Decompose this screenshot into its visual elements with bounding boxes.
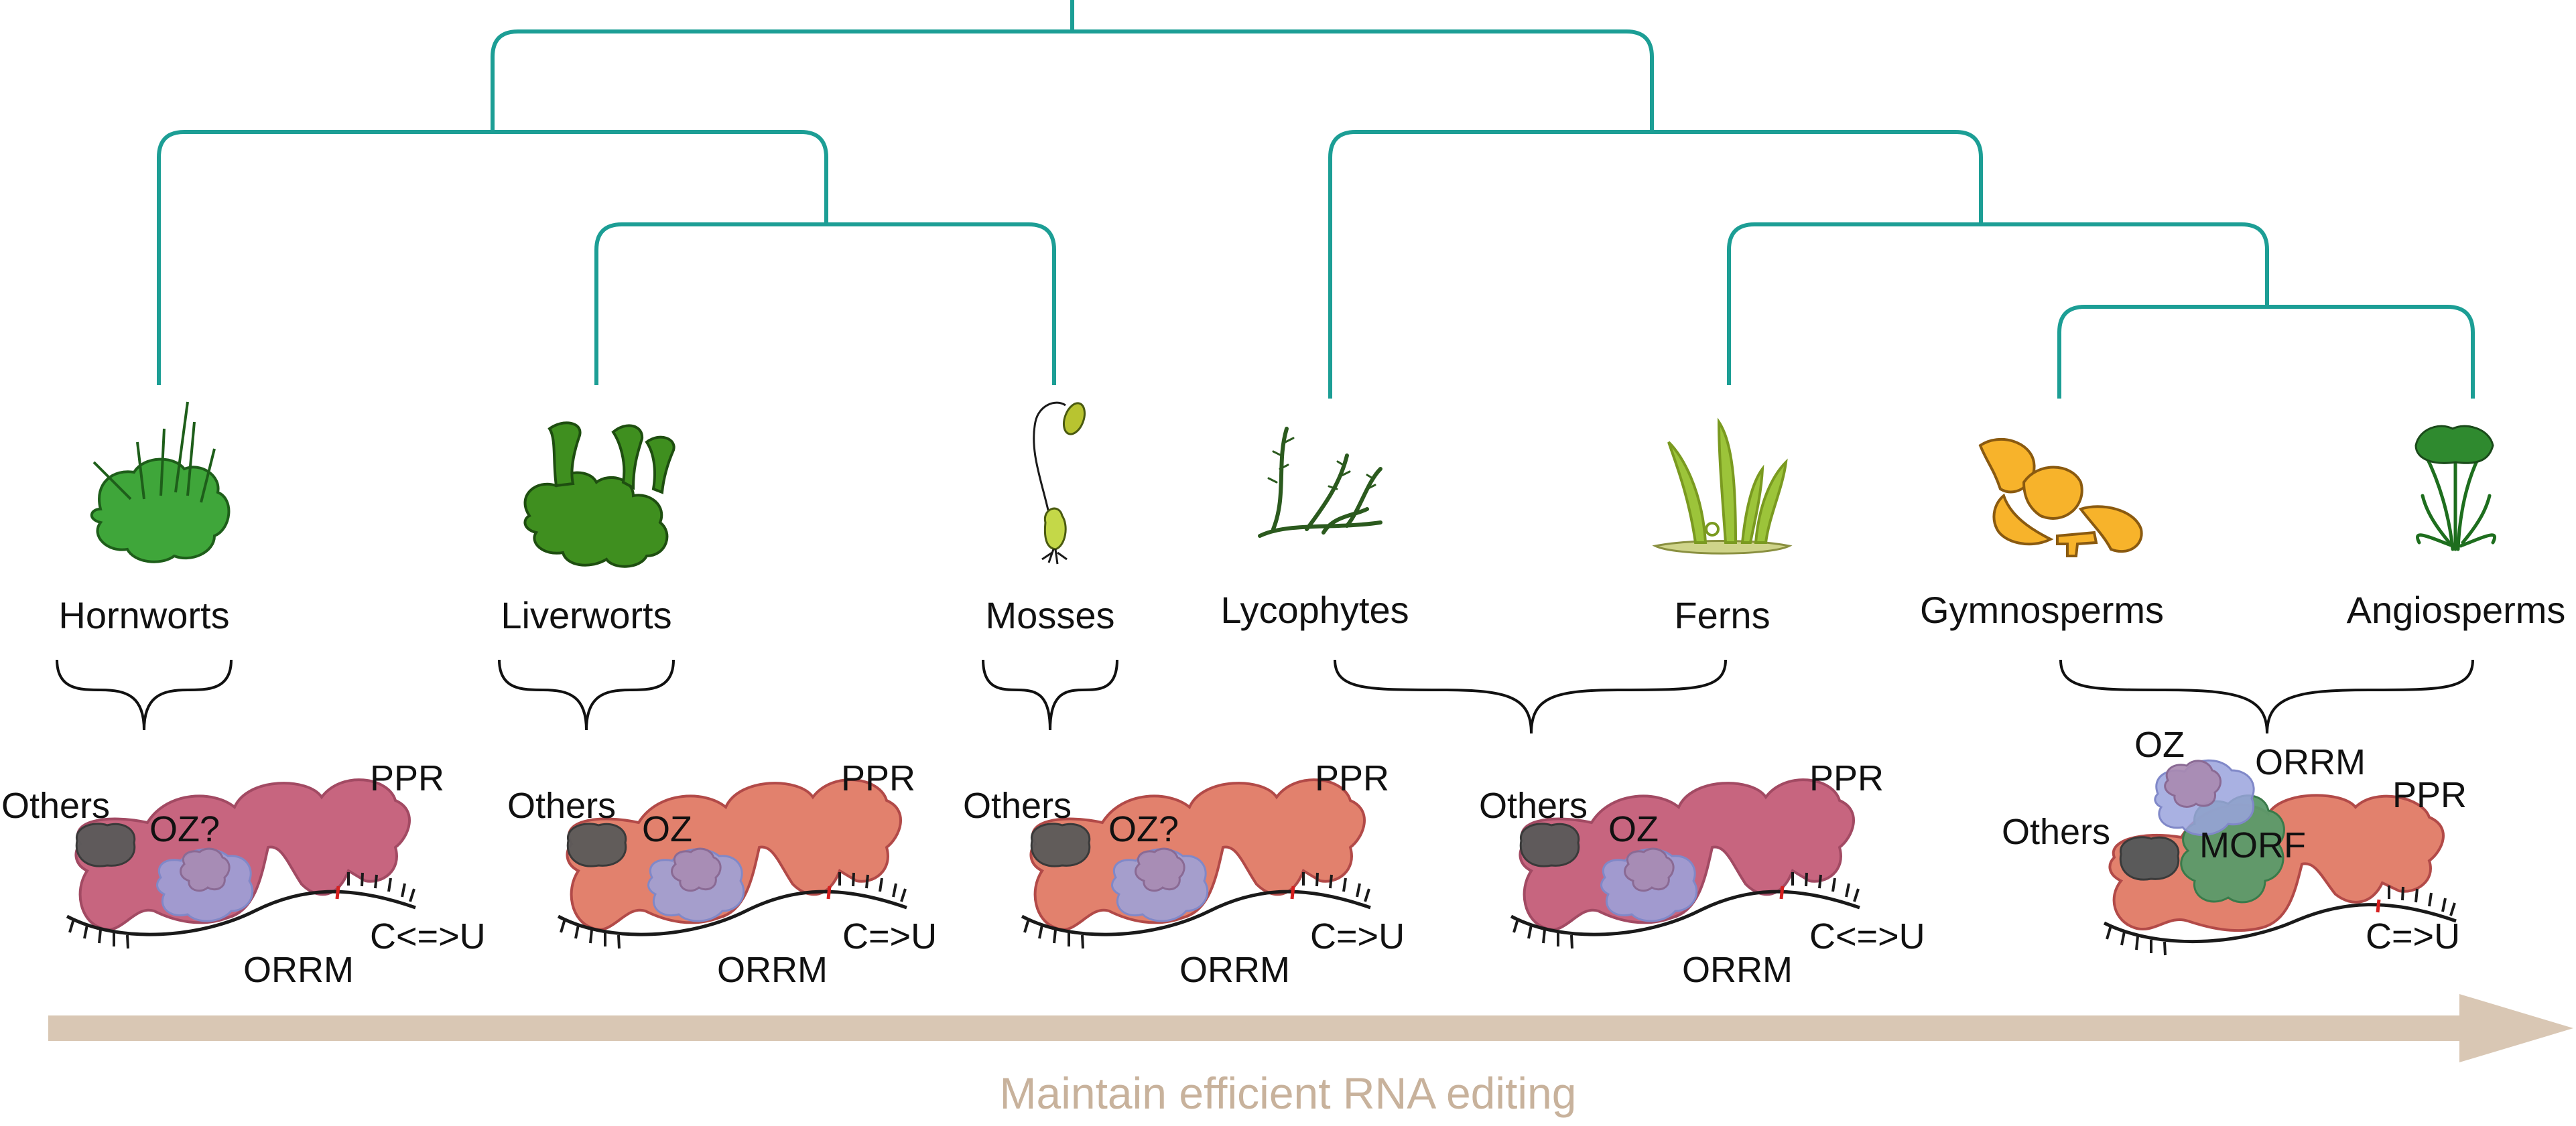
others-label: Others (507, 786, 616, 826)
taxon-label-lycophytes: Lycophytes (1220, 589, 1409, 631)
taxon-label-liverworts: Liverworts (501, 594, 671, 636)
editing-label: C=>U (2366, 916, 2460, 957)
oz-label: OZ (642, 809, 692, 849)
others-label: Others (1479, 786, 1588, 826)
ppr-label: PPR (370, 758, 444, 798)
ppr-label: PPR (2392, 775, 2467, 815)
brace-seed-plants (2059, 659, 2474, 734)
orrm-label: ORRM (1682, 950, 1793, 990)
editing-label: C<=>U (370, 916, 486, 957)
moss-icon (1033, 401, 1086, 565)
taxon-label-ferns: Ferns (1674, 594, 1770, 636)
fern-icon (1652, 417, 1793, 555)
editing-label: C=>U (842, 916, 937, 957)
tree-node-seed-plants (2057, 305, 2475, 399)
tree-node-top (491, 29, 1654, 131)
liverwort-icon (523, 421, 675, 568)
tree-node-setaphyta (594, 222, 1056, 385)
editing-label: C=>U (1310, 916, 1405, 957)
taxon-label-hornworts: Hornworts (58, 594, 229, 636)
taxon-label-gymnosperms: Gymnosperms (1920, 589, 2164, 631)
ppr-label: PPR (1315, 758, 1389, 798)
taxon-label-mosses: Mosses (986, 594, 1115, 636)
brace-liverworts (498, 659, 675, 731)
others-label: Others (2002, 812, 2110, 852)
ginkgo-icon (1978, 438, 2143, 557)
ppr-label: PPR (841, 758, 915, 798)
ppr-protein-shape (67, 780, 415, 948)
grouping-braces (56, 659, 2474, 734)
angiosperm-icon (2414, 425, 2496, 551)
orrm-label: ORRM (717, 950, 828, 990)
taxon-labels: Hornworts Liverworts Mosses Lycophytes F… (58, 589, 2565, 636)
tree-node-euphyllophytes (1727, 222, 2269, 385)
editing-complex-liverworts: Others OZ PPR ORRM C=>U (507, 758, 937, 990)
editing-complex-hornworts: Others OZ? PPR ORRM C<=>U (1, 758, 486, 990)
oz-label: OZ? (149, 809, 220, 849)
orrm-label: ORRM (243, 950, 354, 990)
editing-complex-seed-plants: OZ ORRM PPR Others MORF C=>U (2002, 725, 2467, 957)
phylogenetic-tree (157, 0, 2475, 399)
oz-label: OZ? (1108, 809, 1179, 849)
orrm-label: ORRM (1179, 950, 1290, 990)
brace-mosses (982, 659, 1118, 731)
editing-complex-mosses: Others OZ? PPR ORRM C=>U (963, 758, 1405, 990)
brace-hornworts (56, 659, 233, 731)
timeline-arrow (48, 994, 2573, 1062)
hornwort-icon (90, 401, 231, 563)
editing-label: C<=>U (1809, 916, 1925, 957)
oz-label: OZ (1608, 809, 1659, 849)
tree-node-bryophytes (157, 130, 828, 385)
orrm-label: ORRM (2255, 742, 2366, 782)
editing-complex-lycophytes-ferns: Others OZ PPR ORRM C<=>U (1479, 758, 1925, 990)
lycophyte-icon (1258, 427, 1382, 538)
brace-vascular-seedless (1334, 659, 1727, 734)
morf-label: MORF (2199, 825, 2306, 865)
oz-label: OZ (2134, 725, 2185, 765)
others-label: Others (963, 786, 1072, 826)
taxon-label-angiosperms: Angiosperms (2347, 589, 2566, 631)
ppr-label: PPR (1809, 758, 1884, 798)
arrow-caption: Maintain efficient RNA editing (1000, 1068, 1577, 1118)
tree-node-vascular (1328, 130, 1983, 399)
others-label: Others (1, 786, 110, 826)
